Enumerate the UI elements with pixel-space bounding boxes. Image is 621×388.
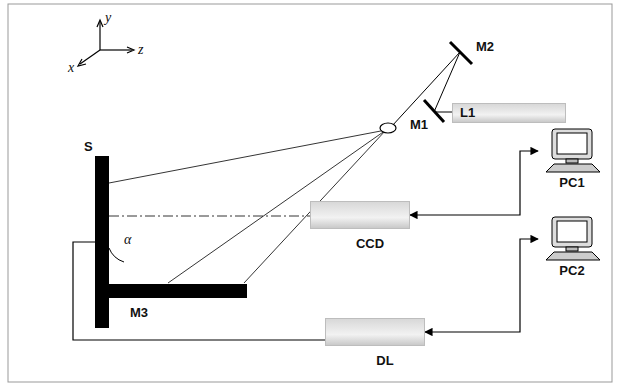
device-label: DL [376,354,393,368]
mirror-m3 [109,284,247,298]
computer-icon [538,216,602,262]
axis-label: z [138,42,143,57]
computer: PC1 [538,128,602,192]
connector [73,242,325,340]
device-label: CCD [356,237,384,251]
device-box: CCD [310,201,410,253]
part-label: M2 [476,40,494,54]
part-label: M3 [130,306,148,320]
device-label: S [84,140,93,154]
device-label: PC2 [559,264,584,278]
lens [380,123,396,133]
sample-plate: S [84,148,110,328]
frame [8,4,612,382]
angle-arc [109,248,124,262]
device-label: PC1 [559,176,584,190]
device-body [310,201,410,229]
device-box: DL [325,318,425,370]
device-box: L1 [452,103,566,123]
mirror-m2 [450,42,472,64]
connector [425,239,538,332]
axes [78,20,134,66]
device-label: L1 [460,106,475,120]
connector [410,151,538,215]
device-body [325,318,425,346]
plate-body [95,156,109,328]
axis-label: y [105,10,111,25]
beam-path [109,52,460,283]
computer-icon [538,128,602,174]
axis-label: x [68,60,74,75]
part-label: M1 [410,118,428,132]
computer: PC2 [538,216,602,280]
axis-label: α [124,232,131,247]
